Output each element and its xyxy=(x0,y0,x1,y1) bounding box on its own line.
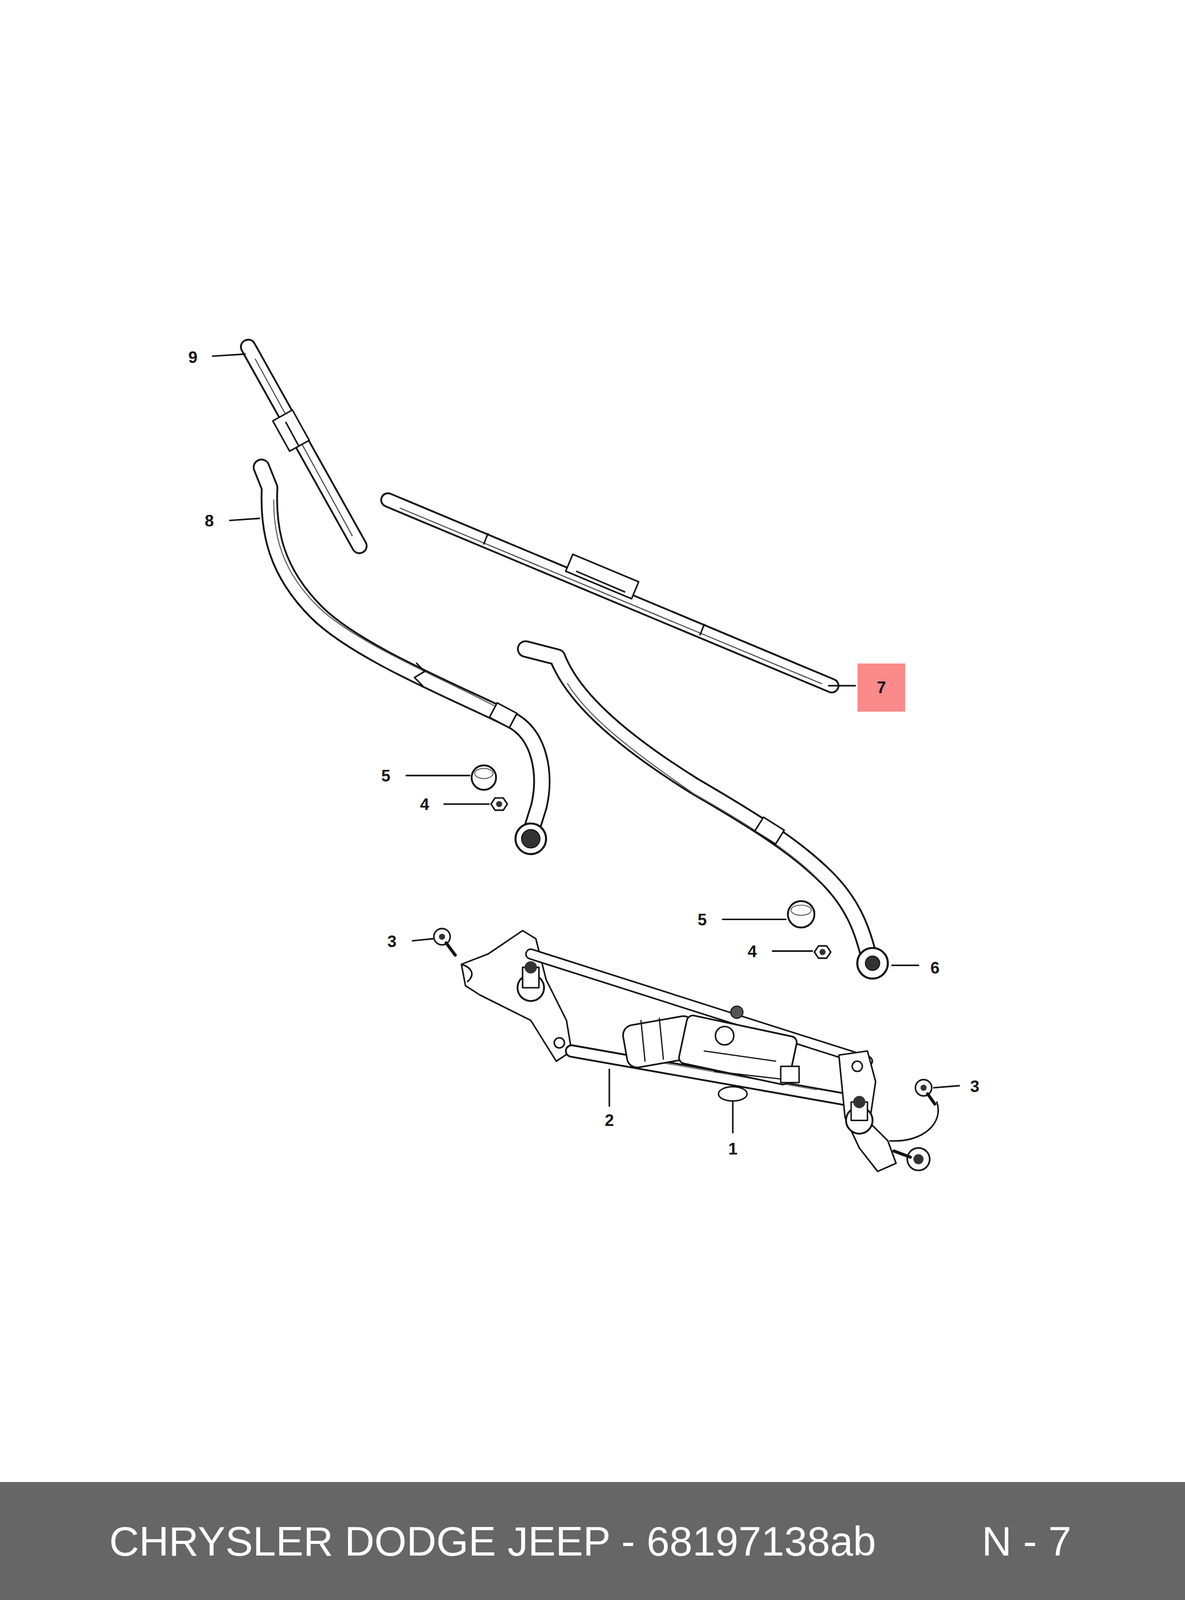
mounting-bolt xyxy=(433,928,456,955)
callout-number: 9 xyxy=(188,349,198,366)
callout-number: 6 xyxy=(930,959,940,977)
leader-line xyxy=(933,1085,960,1088)
callout-number: 5 xyxy=(381,767,391,785)
highlight-box: 7 xyxy=(857,663,906,712)
pivot-nut xyxy=(490,797,508,810)
leader-line xyxy=(212,353,246,357)
leader-line xyxy=(722,918,787,920)
leader-line xyxy=(891,964,919,966)
leader-line xyxy=(772,950,813,952)
leader-line xyxy=(443,803,489,805)
mounting-bolt xyxy=(915,1079,935,1104)
callout-number: 3 xyxy=(970,1077,980,1095)
callout-number: 5 xyxy=(697,911,707,928)
callout-number: 3 xyxy=(387,932,397,950)
leader-line xyxy=(229,518,260,521)
callout-number: 8 xyxy=(204,512,214,529)
pivot-cap xyxy=(471,764,496,790)
leader-line xyxy=(828,685,855,687)
wiper-linkage xyxy=(461,930,938,1172)
pivot-nut xyxy=(814,945,831,959)
leader-line xyxy=(406,774,470,777)
wiper-blade xyxy=(387,499,832,686)
footer-band: CHRYSLER DODGE JEEP - 68197138ab N - 7 xyxy=(0,1481,1185,1600)
callout-number: 2 xyxy=(604,1111,614,1128)
callout-reference: N - 7 xyxy=(981,1520,1072,1562)
leader-line xyxy=(608,1069,610,1106)
leader-line xyxy=(412,938,434,941)
callout-number: 7 xyxy=(876,679,886,696)
callout-number: 1 xyxy=(728,1140,738,1157)
pivot-cap xyxy=(787,900,815,928)
leader-line xyxy=(732,1101,734,1133)
wiper-arm xyxy=(525,649,889,979)
wiper-arm xyxy=(261,467,546,854)
callout-number: 4 xyxy=(747,943,757,960)
callout-number: 4 xyxy=(420,796,430,813)
part-number: CHRYSLER DODGE JEEP - 68197138ab xyxy=(108,1520,877,1562)
leader-lines xyxy=(212,353,960,1133)
